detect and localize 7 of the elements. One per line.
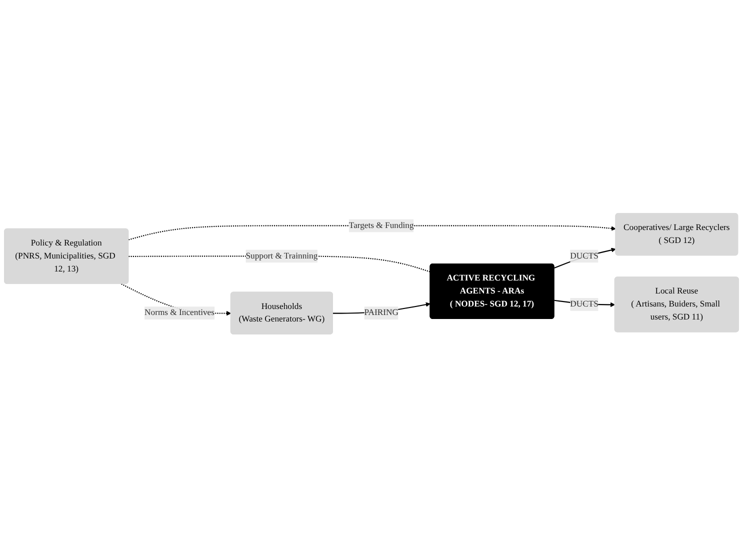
edge-label: Norms & Incentives <box>144 308 214 318</box>
arrow <box>554 248 616 269</box>
edge-label: PAIRING <box>364 308 398 318</box>
edge-label: Support & Trainning <box>246 252 318 261</box>
edge-label: DUCTS <box>570 300 598 310</box>
edge-label: Targets & Funding <box>348 221 414 230</box>
edge-label: DUCTS <box>570 252 598 261</box>
